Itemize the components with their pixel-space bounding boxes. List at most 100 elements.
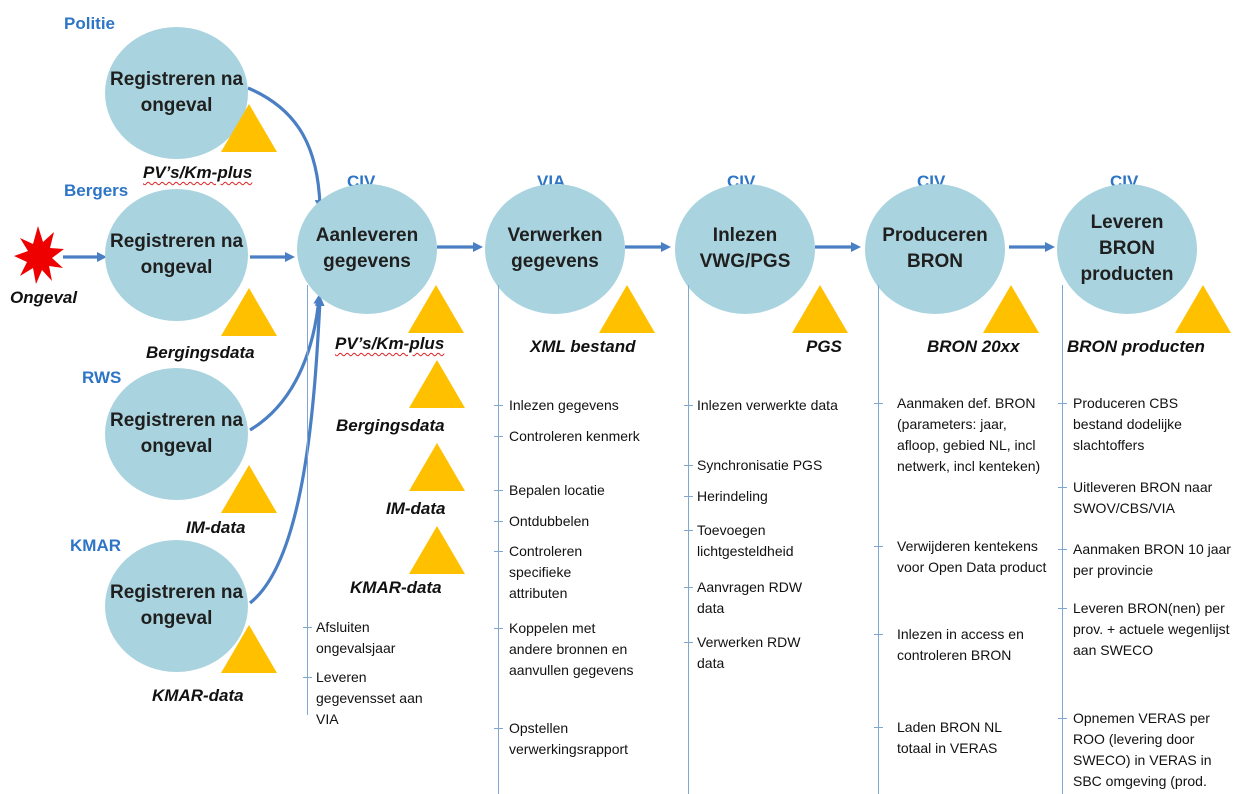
task-tick [1058,608,1067,609]
task-tick [684,530,693,531]
task-item: Aanmaken BRON 10 jaar per provincie [1073,541,1231,578]
stage-label: Leveren BRON producten [1080,212,1174,285]
source-product-rws: IM-data [186,518,246,537]
task-tick [303,677,312,678]
stage-circle-leveren: Leveren BRON producten [1057,184,1197,314]
task-item: Inlezen in access en controleren BRON [897,626,1024,663]
source-circle-bergers: Registreren na ongeval [105,189,248,321]
product-text: PV’s/Km-plus [335,334,445,353]
task-item: Bepalen locatie [509,482,605,498]
product-triangle-icon [409,526,465,574]
task-item: Aanmaken def. BRON (parameters: jaar, af… [897,395,1041,474]
org-label-bergers: Bergers [64,181,129,200]
task-item: Controleren specifieke attributen [509,543,583,601]
task-item: Uitleveren BRON naar SWOV/CBS/VIA [1073,479,1213,516]
task-item: Opnemen VERAS per ROO (levering door SWE… [1073,710,1212,789]
event-label: Ongeval [10,288,78,307]
product-triangle-icon [408,285,464,333]
task-item: Verwijderen kentekens voor Open Data pro… [897,538,1047,575]
stage-label: Inlezen VWG/PGS [699,225,791,272]
task-tick [494,436,503,437]
task-item: Ontdubbelen [509,513,590,529]
stage-product-aanleveren-1: PV’s/Km-plus [335,334,444,354]
stage-product-leveren: BRON producten [1067,337,1205,356]
stage-circle-inlezen: Inlezen VWG/PGS [675,184,815,314]
task-item: Herindeling [697,488,768,504]
stage-product-inlezen: PGS [806,337,842,356]
org-label-rws: RWS [82,368,122,387]
task-item: Toevoegen lichtgesteldheid [697,522,794,559]
arrow-rws-to-aanleveren [249,294,324,432]
org-label-politie: Politie [64,14,116,33]
task-item-part: Leveren gegevensset aan VIA [316,669,423,727]
source-product-politie: PV’s/Km-plus [143,163,252,183]
product-triangle-icon [409,443,465,491]
task-tick [494,728,503,729]
task-tick [874,634,883,635]
stage-label: Produceren BRON [882,225,988,272]
stage-product-produceren: BRON 20xx [927,337,1020,356]
task-tick [494,521,503,522]
product-triangle-icon [983,285,1039,333]
product-triangle-icon [1175,285,1231,333]
task-item: Synchronisatie PGS [697,457,823,473]
stage-product-aanleveren-3: IM-data [386,499,446,518]
task-tick [494,551,503,552]
product-triangle-icon [599,285,655,333]
task-tick [1058,549,1067,550]
task-tick [494,628,503,629]
stage-product-aanleveren-4: KMAR-data [350,578,442,597]
task-item: Leveren BRON(nen) per prov. + actuele we… [1073,600,1230,658]
product-triangle-icon [409,360,465,408]
source-product-kmar: KMAR-data [152,686,244,705]
task-timeline-leveren [1062,285,1063,794]
task-tick [874,727,883,728]
task-tick [684,496,693,497]
task-tick [684,465,693,466]
task-item: Opstellen verwerkingsrapport [509,720,629,757]
stage-circle-produceren: Produceren BRON [865,184,1005,314]
task-timeline-aanleveren [307,285,308,715]
task-timeline-verwerken [498,285,499,794]
task-item: Inlezen gegevens [509,397,619,413]
stage-label: Verwerken gegevens [507,225,603,272]
task-tick [494,490,503,491]
product-triangle-icon [221,288,277,336]
task-tick [494,405,503,406]
task-tick [684,642,693,643]
task-timeline-produceren [878,285,879,794]
product-triangle-icon [221,465,277,513]
source-circle-kmar: Registreren na ongeval [105,540,248,672]
task-tick [303,627,312,628]
task-timeline-inlezen [688,285,689,794]
stage-label: Aanleveren gegevens [315,225,419,272]
product-triangle-icon [221,104,277,152]
task-item: Koppelen met andere bronnen en aanvullen… [509,620,634,678]
explosion-star-icon [14,226,64,284]
task-item: Inlezen verwerkte data [697,397,838,413]
source-circle-rws: Registreren na ongeval [105,368,248,500]
task-tick [684,405,693,406]
task-tick [1058,718,1067,719]
task-item: Aanvragen RDW data [697,579,803,616]
task-tick [1058,487,1067,488]
source-product-bergers: Bergingsdata [146,343,255,362]
stage-product-aanleveren-2: Bergingsdata [336,416,445,435]
product-triangle-icon [221,625,277,673]
product-text: PV’s/Km-plus [143,163,253,182]
product-triangle-icon [792,285,848,333]
task-tick [1058,403,1067,404]
arrow-kmar-to-aanleveren [249,296,325,605]
task-item: Afsluiten ongevalsjaar [316,619,396,656]
task-tick [684,587,693,588]
stage-product-verwerken: XML bestand [530,337,636,356]
task-item: Produceren CBS bestand dodelijke slachto… [1073,395,1182,453]
task-item: Leveren gegevensset aan VIA [316,667,426,730]
task-item: Verwerken RDW data [697,634,801,671]
task-item: Controleren kenmerk [509,428,640,444]
org-label-kmar: KMAR [70,536,121,555]
task-tick [874,403,883,404]
task-tick [874,546,883,547]
task-item: Laden BRON NL totaal in VERAS [897,719,1002,756]
